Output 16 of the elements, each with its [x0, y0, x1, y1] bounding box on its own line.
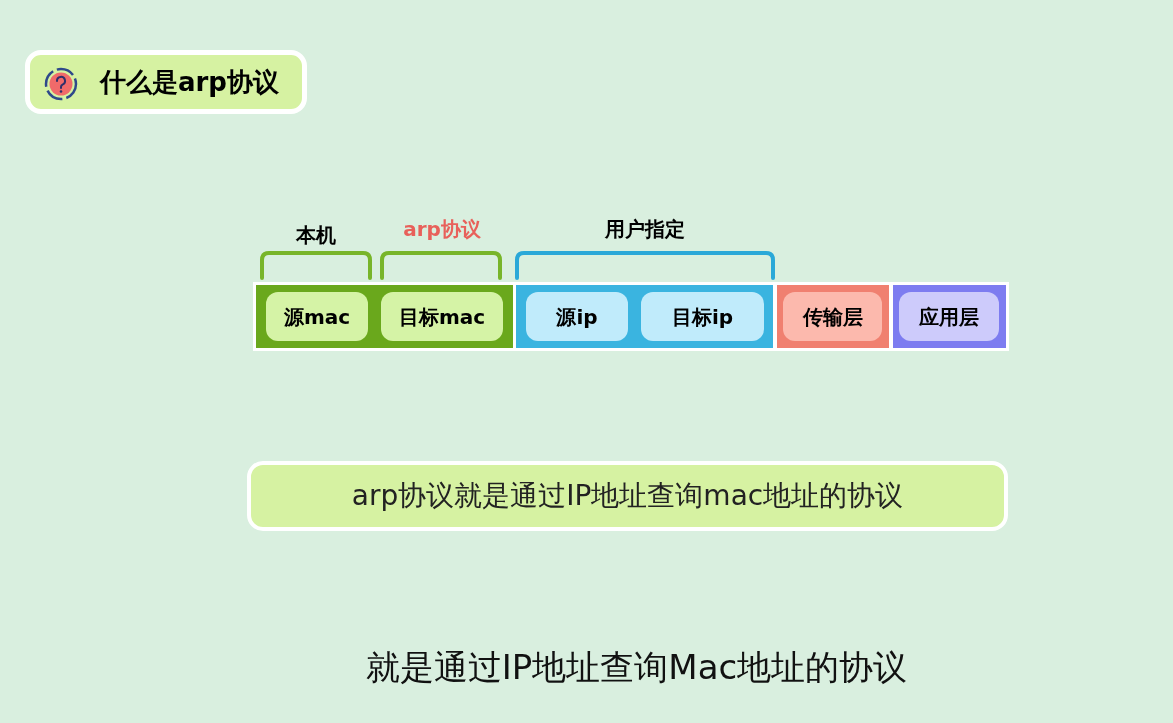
layer-box: 传输层	[783, 292, 882, 341]
subtitle: 就是通过IP地址查询Mac地址的协议	[364, 645, 909, 689]
bracket-label: 本机	[295, 222, 337, 249]
bracket-label: arp协议	[402, 216, 482, 243]
definition-banner: arp协议就是通过IP地址查询mac地址的协议	[247, 461, 1008, 531]
title-banner: 什么是arp协议	[25, 50, 307, 114]
bracket-label: 用户指定	[604, 216, 686, 243]
transport-segment-bar	[777, 285, 889, 348]
field-box: 目标ip	[641, 292, 764, 341]
field-box: 源ip	[526, 292, 628, 341]
field-box: 源mac	[266, 292, 368, 341]
mac-segment-bar	[256, 285, 513, 348]
field-box: 目标mac	[381, 292, 503, 341]
application-segment-bar	[893, 285, 1006, 348]
layer-box: 应用层	[899, 292, 999, 341]
ip-segment-bar	[516, 285, 773, 348]
